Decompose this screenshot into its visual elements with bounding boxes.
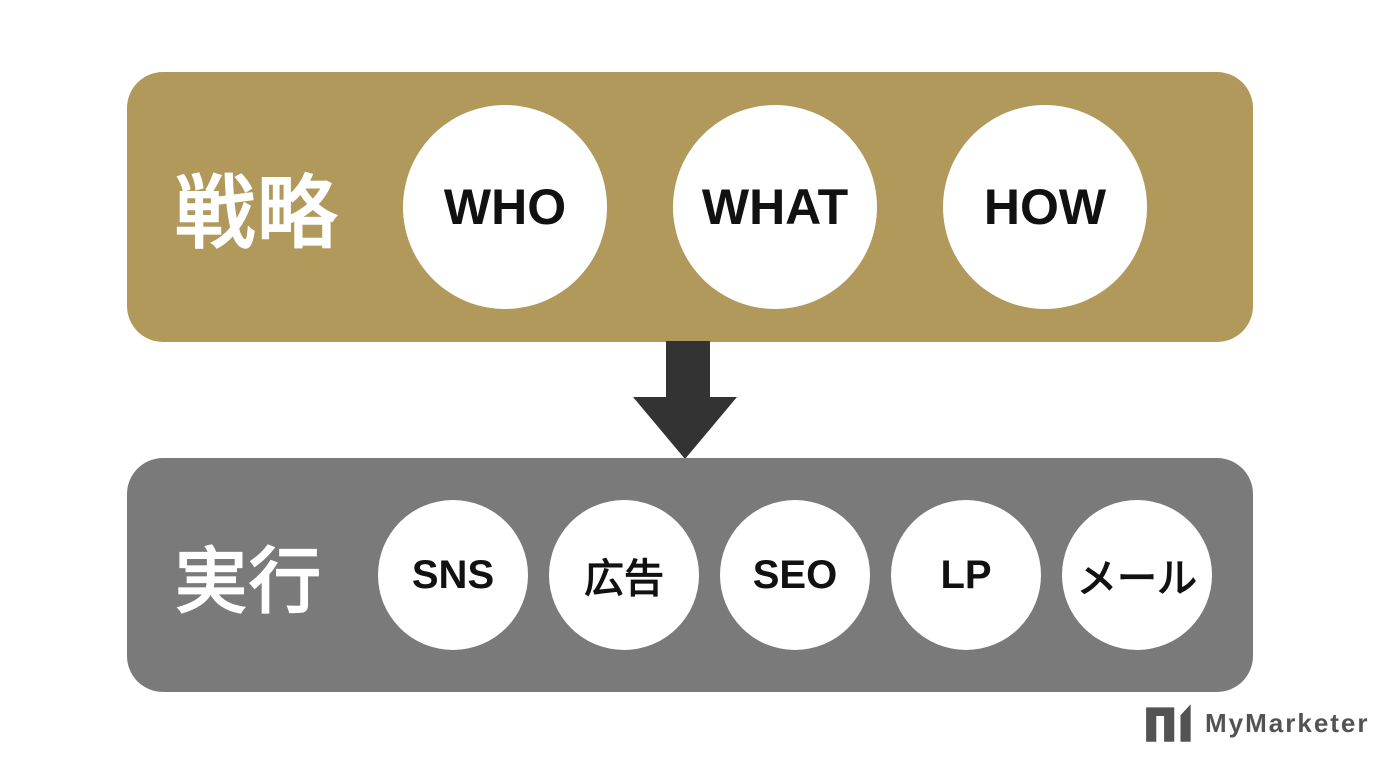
strategy-circle: HOW [943, 105, 1147, 309]
strategy-circle-row: WHO WHAT HOW [403, 105, 1147, 309]
execution-circle-label: 広告 [584, 557, 664, 601]
execution-circle-label: SEO [752, 552, 838, 597]
execution-circle-label: LP [940, 552, 992, 597]
execution-circle: SNS [378, 500, 528, 650]
execution-band: 実行 SNS 広告 SEO LP メール [127, 458, 1253, 692]
mymarketer-logo: MyMarketer [1143, 697, 1370, 749]
execution-circle-label: SNS [411, 552, 495, 597]
execution-band-label: 実行 [175, 542, 324, 623]
mymarketer-logo-text: MyMarketer [1205, 707, 1370, 738]
execution-circle: 広告 [549, 500, 699, 650]
execution-circle: SEO [720, 500, 870, 650]
strategy-band-label: 戦略 [175, 169, 339, 258]
execution-circle: メール [1062, 500, 1212, 650]
execution-circle-label: メール [1077, 557, 1197, 601]
strategy-band: 戦略 WHO WHAT HOW [127, 72, 1253, 342]
strategy-circle: WHAT [673, 105, 877, 309]
mymarketer-logo-icon [1143, 697, 1193, 749]
execution-circle-row: SNS 広告 SEO LP メール [378, 500, 1212, 650]
strategy-circle-label: WHAT [701, 179, 849, 235]
strategy-circle-label: WHO [443, 179, 567, 235]
down-arrow-icon [633, 341, 737, 459]
strategy-circle: WHO [403, 105, 607, 309]
strategy-circle-label: HOW [983, 179, 1107, 235]
execution-circle: LP [891, 500, 1041, 650]
